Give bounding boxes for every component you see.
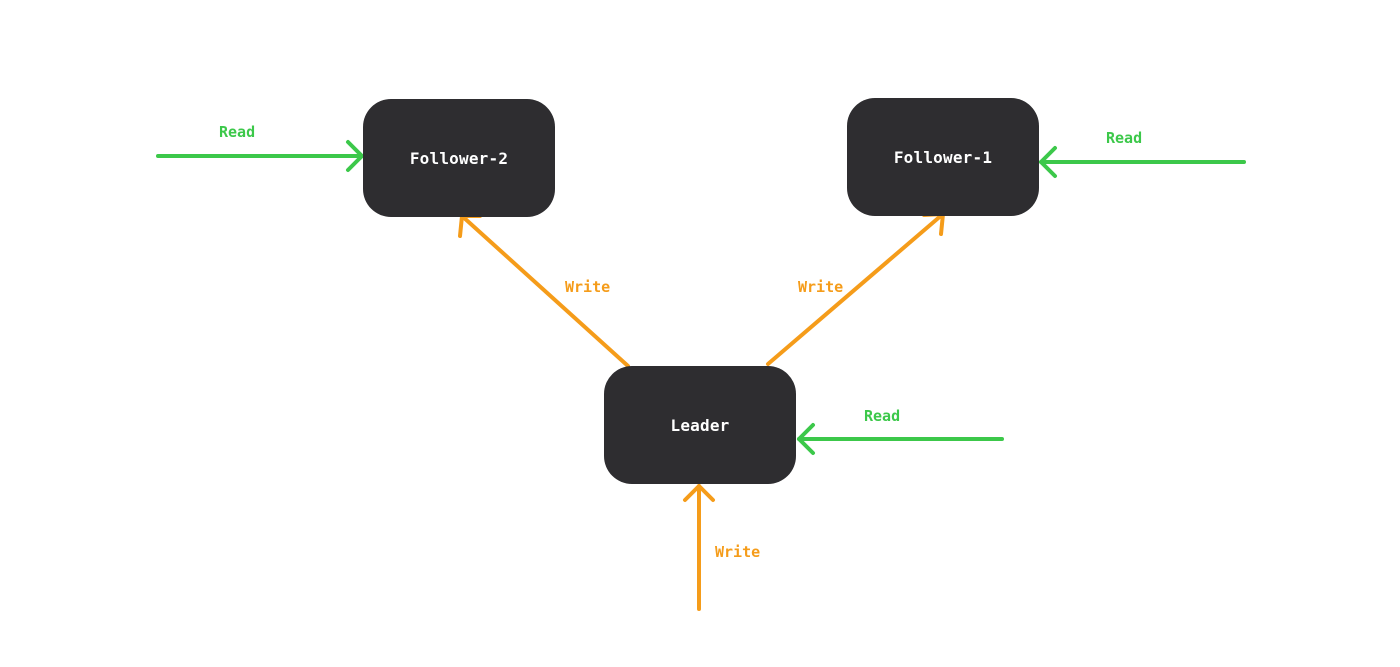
read-label-follower-2: Read bbox=[219, 123, 256, 141]
read-arrow-follower-1 bbox=[1039, 146, 1246, 178]
write-arrow-into-leader bbox=[683, 484, 715, 611]
write-arrow-leader-to-follower-1 bbox=[766, 212, 945, 366]
read-arrow-leader bbox=[797, 423, 1004, 455]
write-label-leader-to-follower-2: Write bbox=[565, 278, 611, 296]
node-follower-2: Follower-2 bbox=[363, 99, 555, 217]
read-arrow-follower-2 bbox=[156, 140, 364, 172]
node-leader: Leader bbox=[604, 366, 796, 484]
read-label-follower-1: Read bbox=[1106, 129, 1143, 147]
write-label-leader-to-follower-1: Write bbox=[798, 278, 844, 296]
node-leader-label: Leader bbox=[670, 415, 730, 435]
read-label-leader: Read bbox=[864, 407, 901, 425]
node-follower-1: Follower-1 bbox=[847, 98, 1039, 216]
node-follower-2-label: Follower-2 bbox=[409, 148, 509, 168]
node-follower-1-label: Follower-1 bbox=[893, 147, 993, 167]
write-label-into-leader: Write bbox=[715, 543, 761, 561]
